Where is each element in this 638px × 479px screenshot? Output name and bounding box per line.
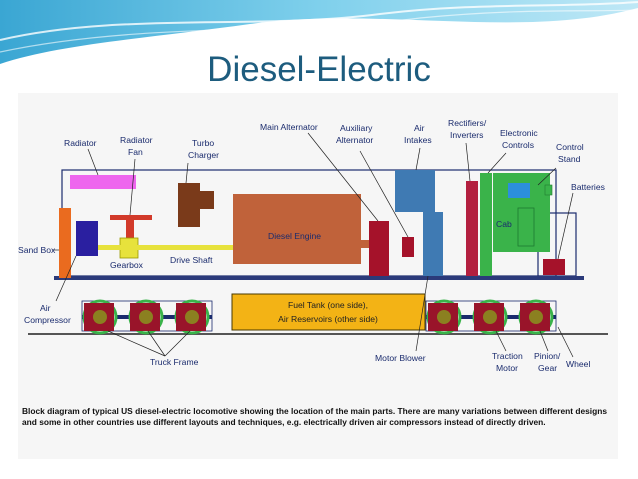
- fuel-tank-block: [231, 293, 426, 331]
- control-stand-block: [517, 207, 535, 247]
- label-cab: Cab: [496, 219, 512, 229]
- label-batteries: Batteries: [571, 182, 605, 192]
- air-compressor-block: [76, 221, 98, 256]
- diesel-engine-block: [233, 194, 361, 264]
- wheel-rear-3: [518, 299, 554, 335]
- main-alternator-block: [369, 221, 389, 276]
- label-radiator-fan-2: Fan: [128, 147, 143, 157]
- label-pinion-1: Pinion/: [534, 351, 561, 361]
- label-control-stand-1: Control: [556, 142, 584, 152]
- label-air-intakes-2: Intakes: [404, 135, 432, 145]
- radiator-fan-stem: [126, 220, 134, 238]
- label-turbo-2: Charger: [188, 150, 219, 160]
- cab-side-element: [544, 184, 553, 196]
- diagram-panel: Radiator Radiator Fan Turbo Charger Main…: [18, 93, 618, 459]
- label-traction-1: Traction: [492, 351, 523, 361]
- label-wheel: Wheel: [566, 359, 590, 369]
- label-gearbox: Gearbox: [110, 260, 144, 270]
- label-auxiliary-1: Auxiliary: [340, 123, 373, 133]
- control-stand-window: [508, 183, 530, 198]
- underframe: [54, 276, 584, 280]
- air-intake-block: [395, 170, 435, 212]
- sand-box-block: [59, 208, 71, 278]
- radiator-block: [70, 175, 136, 189]
- rectifier-block: [466, 181, 478, 276]
- label-diesel-engine: Diesel Engine: [268, 231, 321, 241]
- label-control-stand-2: Stand: [558, 154, 581, 164]
- label-fuel-tank-2: Air Reservoirs (other side): [278, 314, 378, 324]
- label-air-compressor-1: Air: [40, 303, 51, 313]
- drive-shaft: [98, 245, 233, 250]
- label-traction-2: Motor: [496, 363, 518, 373]
- wheel-front-3: [174, 299, 210, 335]
- motor-blower-block: [423, 212, 443, 276]
- label-rectifiers-1: Rectifiers/: [448, 118, 487, 128]
- batteries-block: [543, 259, 565, 275]
- label-electronic-1: Electronic: [500, 128, 538, 138]
- wheel-front-1: [82, 299, 118, 335]
- radiator-fan-bar: [110, 215, 152, 220]
- electronic-controls-block: [480, 173, 492, 276]
- label-rectifiers-2: Inverters: [450, 130, 483, 140]
- label-auxiliary-2: Alternator: [336, 135, 373, 145]
- wheel-rear-2: [472, 299, 508, 335]
- diagram-caption: Block diagram of typical US diesel-elect…: [22, 406, 607, 427]
- wheel-rear-1: [426, 299, 462, 335]
- label-pinion-2: Gear: [538, 363, 557, 373]
- locomotive-block-diagram: Radiator Radiator Fan Turbo Charger Main…: [18, 118, 608, 373]
- label-truck-frame: Truck Frame: [150, 357, 199, 367]
- engine-alternator-link: [361, 240, 369, 248]
- label-electronic-2: Controls: [502, 140, 534, 150]
- label-air-compressor-2: Compressor: [24, 315, 71, 325]
- label-sand-box: Sand Box: [18, 245, 56, 255]
- label-radiator: Radiator: [64, 138, 97, 148]
- label-drive-shaft: Drive Shaft: [170, 255, 213, 265]
- wheel-front-2: [128, 299, 164, 335]
- leader-lines: [52, 132, 574, 358]
- label-turbo-1: Turbo: [192, 138, 214, 148]
- slide-title: Diesel-Electric: [207, 50, 431, 89]
- header-wave-decoration: [0, 0, 638, 64]
- auxiliary-alternator-block: [402, 237, 414, 257]
- turbo-charger-block-2: [200, 191, 214, 209]
- label-fuel-tank-1: Fuel Tank (one side),: [288, 300, 368, 310]
- label-motor-blower: Motor Blower: [375, 353, 426, 363]
- label-radiator-fan-1: Radiator: [120, 135, 153, 145]
- label-air-intakes-1: Air: [414, 123, 425, 133]
- label-main-alternator: Main Alternator: [260, 122, 318, 132]
- turbo-charger-block-1: [178, 183, 200, 227]
